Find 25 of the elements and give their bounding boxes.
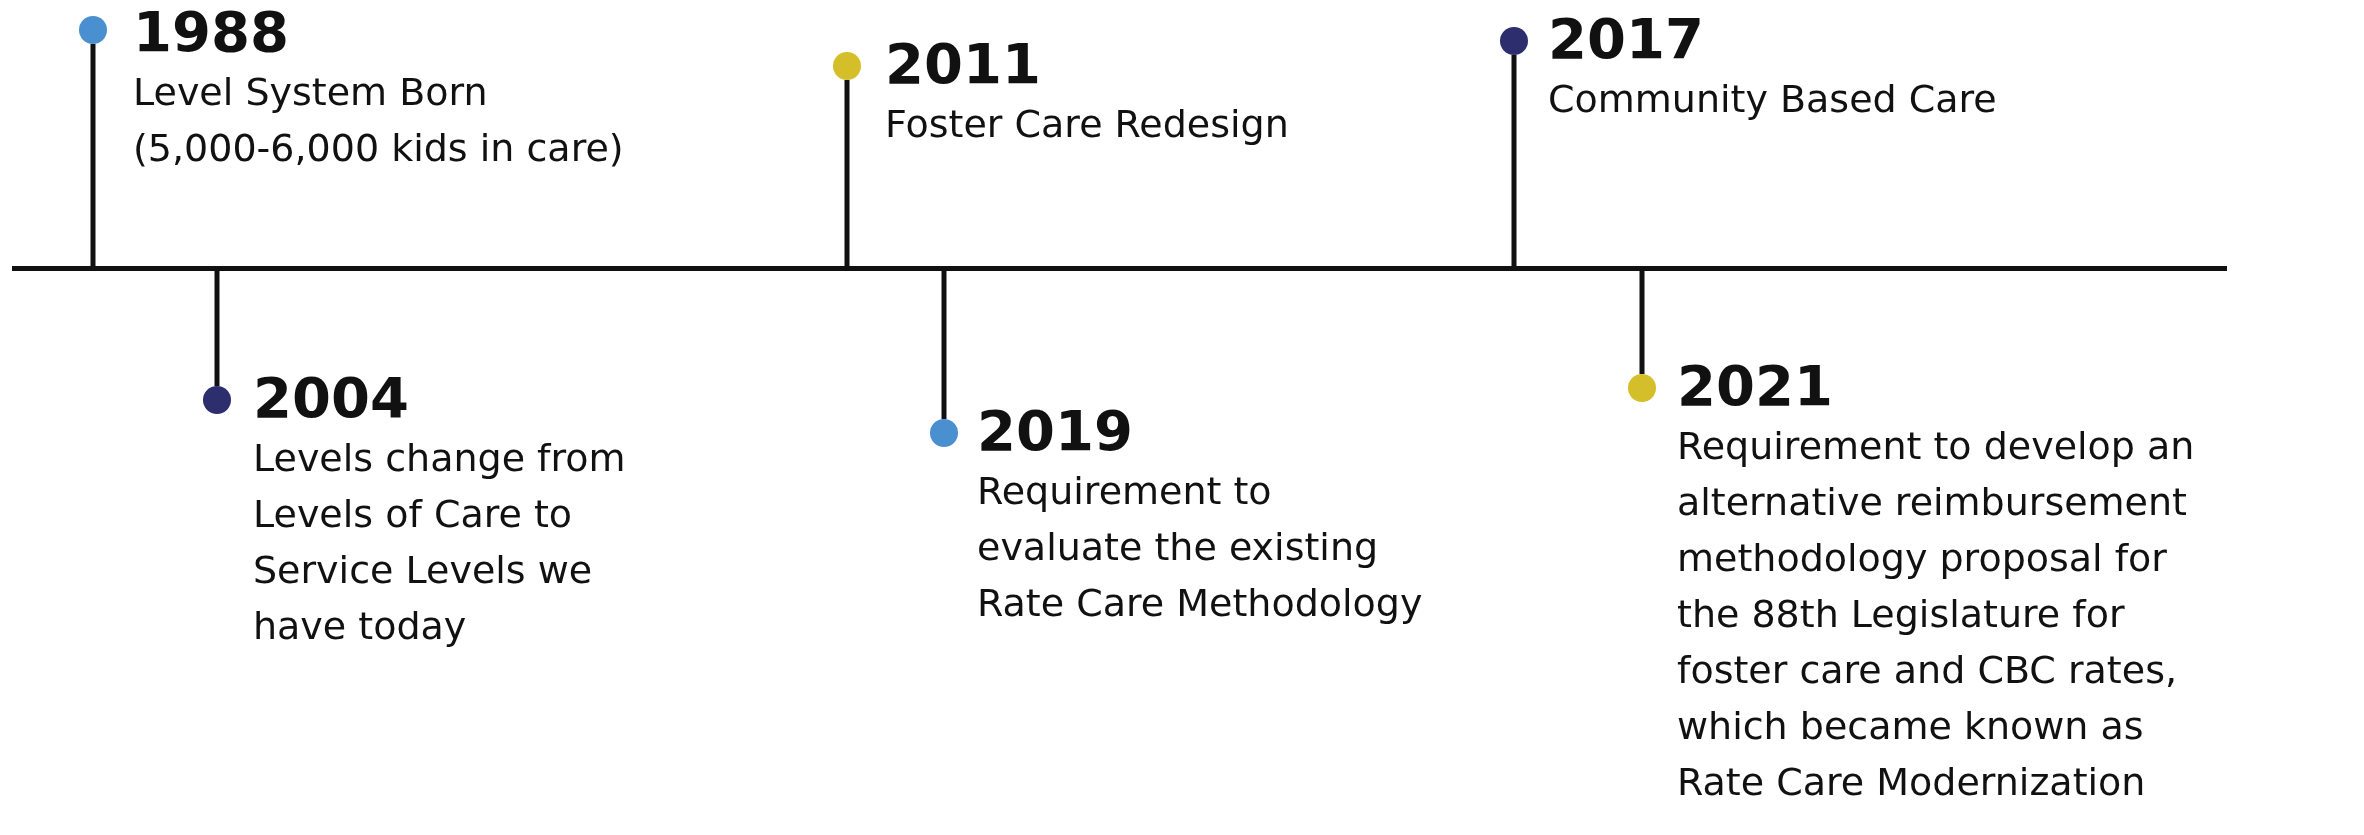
timeline-stem [941,271,947,419]
timeline-stem [1511,55,1517,266]
year-label: 2021 [1677,354,1834,418]
event-description: Community Based Care [1548,76,1998,123]
year-label: 2017 [1548,7,1705,71]
timeline-dot [203,386,231,414]
event-description: Level System Born (5,000-6,000 kids in care) [133,69,625,172]
year-label: 2011 [885,32,1042,96]
event-description: Requirement to evaluate the existing Rate Care Methodology [977,468,1424,627]
timeline-dot [930,419,958,447]
year-label: 2004 [253,366,410,430]
timeline-dot [1500,27,1528,55]
timeline-dot [833,52,861,80]
timeline-stem [844,80,850,266]
year-label: 1988 [133,0,290,64]
timeline-dot [79,16,107,44]
timeline-dot [1628,374,1656,402]
year-label: 2019 [977,399,1134,463]
event-description: Levels change from Levels of Care to Service Levels we have today [253,435,627,650]
timeline-stem [90,44,96,266]
timeline-axis [12,266,2227,271]
timeline-stem [214,271,220,386]
event-description: Requirement to develop an alternative reimbursement methodology proposal for the 88th Legislature for foster care and CBC rates, which became known as Rate Care Modernization [1677,423,2196,806]
timeline-stem [1639,271,1645,374]
event-description: Foster Care Redesign [885,101,1290,148]
